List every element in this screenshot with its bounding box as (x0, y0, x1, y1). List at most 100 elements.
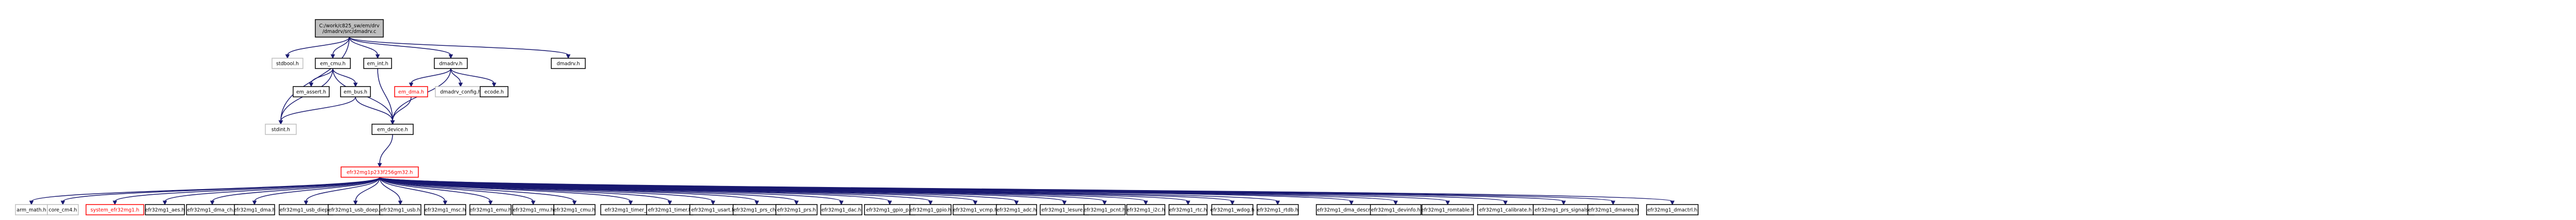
node-stdbool[interactable]: stdbool.h (272, 58, 303, 69)
node-label: efr32mg1_wdog.h (1210, 208, 1255, 213)
node-ecode[interactable]: ecode.h (480, 86, 509, 97)
node-c24[interactable]: efr32mg1_pcnt.h (1083, 204, 1126, 215)
node-c34[interactable]: efr32mg1_dmareq.h (1587, 204, 1639, 215)
node-em-device[interactable]: em_device.h (371, 124, 414, 135)
node-label: efr32mg1_gpio.h (910, 208, 952, 213)
node-label: core_cm4.h (49, 208, 77, 213)
node-c14[interactable]: efr32mg1_timer.h (646, 204, 693, 215)
node-label: em_assert.h (296, 90, 326, 95)
node-label: efr32mg1_dma_descriptor.h (1317, 208, 1385, 213)
node-em-dma[interactable]: em_dma.h (394, 86, 428, 97)
node-c13[interactable]: efr32mg1_timer_cc.h (600, 204, 661, 215)
node-c17[interactable]: efr32mg1_prs.h (775, 204, 818, 215)
node-label: efr32mg1_devinfo.h (1371, 208, 1420, 213)
node-c35[interactable]: efr32mg1_dmactrl.h (1646, 204, 1699, 215)
edge-dmadrv_h-to-ecode (450, 68, 497, 88)
node-c15[interactable]: efr32mg1_usart.h (689, 204, 737, 215)
node-label: efr32mg1_dmactrl.h (1648, 208, 1698, 213)
edge-efr32-to-c35 (379, 177, 1675, 206)
node-label: efr32mg1_dma_ch.h (187, 208, 237, 213)
node-stdint[interactable]: stdint.h (265, 124, 297, 135)
node-label: efr32mg1_rmu.h (513, 208, 553, 213)
node-c8[interactable]: efr32mg1_usb.h (379, 204, 421, 215)
node-c30[interactable]: efr32mg1_devinfo.h (1370, 204, 1421, 215)
node-label: arm_math.h (16, 208, 46, 213)
node-em-cmu[interactable]: em_cmu.h (315, 58, 351, 69)
node-label: efr32mg1_emu.h (469, 208, 511, 213)
node-c20[interactable]: efr32mg1_gpio.h (909, 204, 952, 215)
node-label: dmadrv.h (557, 61, 580, 67)
node-root[interactable]: C:/work/c825_sw/em/drv/dmadrv/src/dmadrv… (315, 19, 384, 38)
node-c7[interactable]: efr32mg1_usb_doep.h (328, 204, 383, 215)
node-c12[interactable]: efr32mg1_cmu.h (553, 204, 596, 215)
edge-efr32-to-c7 (353, 177, 380, 206)
node-c32[interactable]: efr32mg1_calibrate.h (1477, 204, 1534, 215)
nodes-layer: C:/work/c825_sw/em/drv/dmadrv/src/dmadrv… (15, 19, 1699, 215)
node-c19[interactable]: efr32mg1_gpio_p.h (864, 204, 916, 215)
node-em-bus[interactable]: em_bus.h (340, 86, 371, 97)
edge-root-to-stdbool (285, 37, 350, 59)
node-c9[interactable]: efr32mg1_msc.h (424, 204, 466, 215)
node-label: efr32mg1_dac.h (821, 208, 861, 213)
node-c26[interactable]: efr32mg1_rtc.h (1168, 204, 1208, 215)
edge-efr32-to-c8 (379, 177, 403, 206)
node-label: efr32mg1_prs.h (777, 208, 816, 213)
edges-layer (29, 37, 1675, 206)
node-label: dmadrv_config.h (440, 90, 481, 95)
edge-efr32-to-c4 (210, 177, 380, 206)
node-c18[interactable]: efr32mg1_dac.h (820, 204, 862, 215)
node-c4[interactable]: efr32mg1_dma_ch.h (186, 204, 239, 215)
node-c27[interactable]: efr32mg1_wdog.h (1210, 204, 1255, 215)
node-c2[interactable]: system_efr32mg1.h (86, 204, 144, 215)
node-em-int[interactable]: em_int.h (363, 58, 392, 69)
node-c11[interactable]: efr32mg1_rmu.h (512, 204, 554, 215)
node-label: efr32mg1_dmareq.h (1588, 208, 1638, 213)
node-label: efr32mg1_usb_doep.h (328, 208, 383, 213)
node-c31[interactable]: efr32mg1_romtable.h (1421, 204, 1475, 215)
node-efr32[interactable]: efr32mg1p233f256gm32.h (341, 166, 419, 178)
node-c5[interactable]: efr32mg1_dma.h (233, 204, 276, 215)
node-dmadrv-inc[interactable]: dmadrv.h (551, 58, 586, 69)
edge-efr32-to-c5 (252, 177, 380, 206)
node-c1[interactable]: core_cm4.h (47, 204, 79, 215)
node-label: efr32mg1_usb.h (380, 208, 420, 213)
node-c3[interactable]: efr32mg1_aes.h (145, 204, 185, 215)
node-c28[interactable]: efr32mg1_rtdb.h (1257, 204, 1299, 215)
node-label: efr32mg1_dma.h (233, 208, 275, 213)
node-em-assert[interactable]: em_assert.h (293, 86, 330, 97)
node-label: efr32mg1_rtdb.h (1257, 208, 1298, 213)
node-label: stdbool.h (276, 61, 299, 67)
node-c10[interactable]: efr32mg1_emu.h (469, 204, 512, 215)
node-label: efr32mg1_gpio_p.h (866, 208, 913, 213)
node-label: efr32mg1_timer_cc.h (605, 208, 657, 213)
node-dmadrv-config[interactable]: dmadrv_config.h (435, 86, 486, 97)
edge-efr32-to-c0 (29, 177, 380, 206)
node-label: efr32mg1_i2c.h (1127, 208, 1165, 213)
node-label: efr32mg1_prs_ch.h (733, 208, 780, 213)
edge-root-to-stdint (278, 37, 350, 125)
node-c0[interactable]: arm_math.h (15, 204, 48, 215)
node-c23[interactable]: efr32mg1_lesure.h (1040, 204, 1089, 215)
node-label: efr32mg1p233f256gm32.h (347, 170, 413, 176)
node-c25[interactable]: efr32mg1_i2c.h (1126, 204, 1165, 215)
node-label: C:/work/c825_sw/em/drv (319, 23, 379, 29)
edge-efr32-to-c10 (379, 177, 493, 206)
node-c33[interactable]: efr32mg1_prs_signals.h (1533, 204, 1595, 215)
edge-efr32-to-c6 (303, 177, 380, 206)
edge-root-to-em_int (349, 37, 380, 59)
edge-efr32-to-c1 (60, 177, 380, 206)
edge-root-to-em_cmu (330, 37, 350, 59)
node-label: efr32mg1_pcnt.h (1083, 208, 1125, 213)
node-label: efr32mg1_timer.h (648, 208, 692, 213)
node-label: stdint.h (272, 127, 290, 133)
node-c6[interactable]: efr32mg1_usb_diep.h (279, 204, 333, 215)
node-label: efr32mg1_adc.h (996, 208, 1036, 213)
node-c22[interactable]: efr32mg1_adc.h (996, 204, 1037, 215)
node-c21[interactable]: efr32mg1_vcmp.h (953, 204, 998, 215)
node-label: system_efr32mg1.h (91, 208, 140, 213)
node-dmadrv-h[interactable]: dmadrv.h (434, 58, 468, 69)
node-label: efr32mg1_aes.h (145, 208, 185, 213)
node-c16[interactable]: efr32mg1_prs_ch.h (733, 204, 781, 215)
node-label: ecode.h (484, 90, 504, 95)
